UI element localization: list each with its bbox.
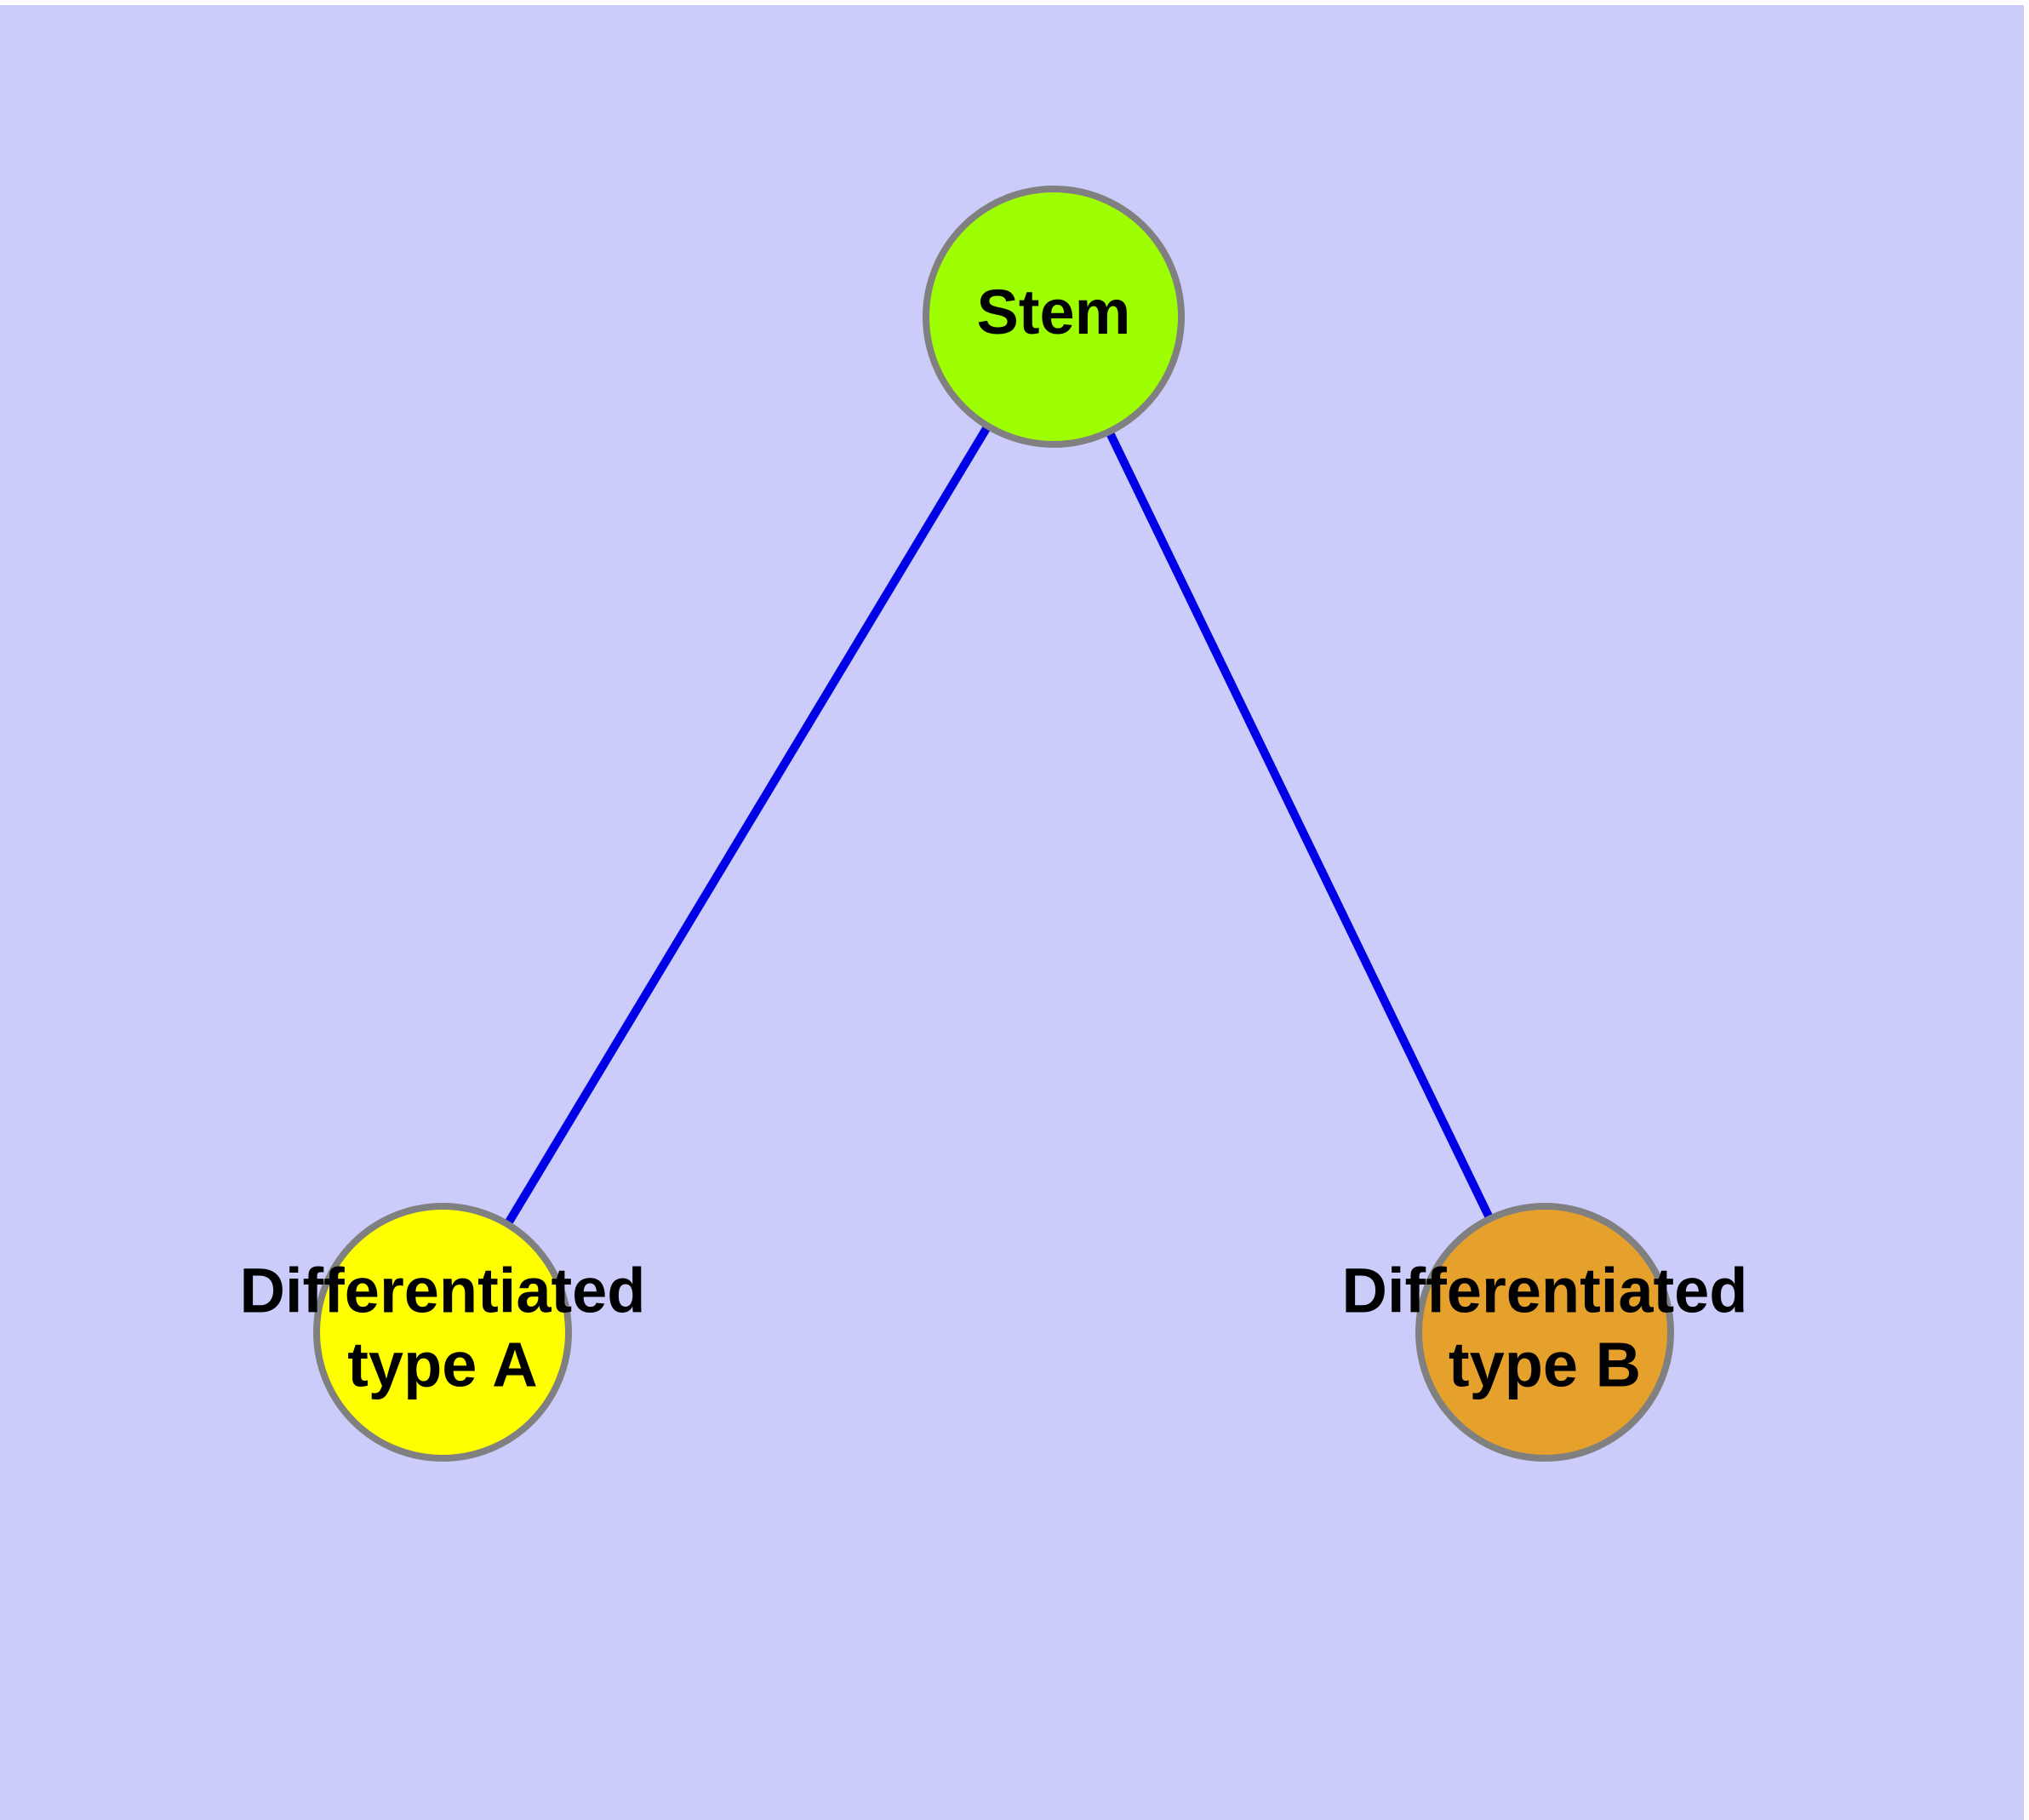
node-differentiated-type-a[interactable] xyxy=(313,1203,572,1462)
edge-stem-to-differentiated-a xyxy=(438,314,1058,1335)
node-label-stem: Stem xyxy=(977,277,1131,347)
node-differentiated-type-b[interactable] xyxy=(1415,1203,1674,1462)
node-layer xyxy=(313,186,1674,1462)
edge-stem-to-differentiated-b xyxy=(1049,314,1549,1335)
edge-layer xyxy=(438,314,1549,1335)
node-stem[interactable] xyxy=(923,186,1185,448)
